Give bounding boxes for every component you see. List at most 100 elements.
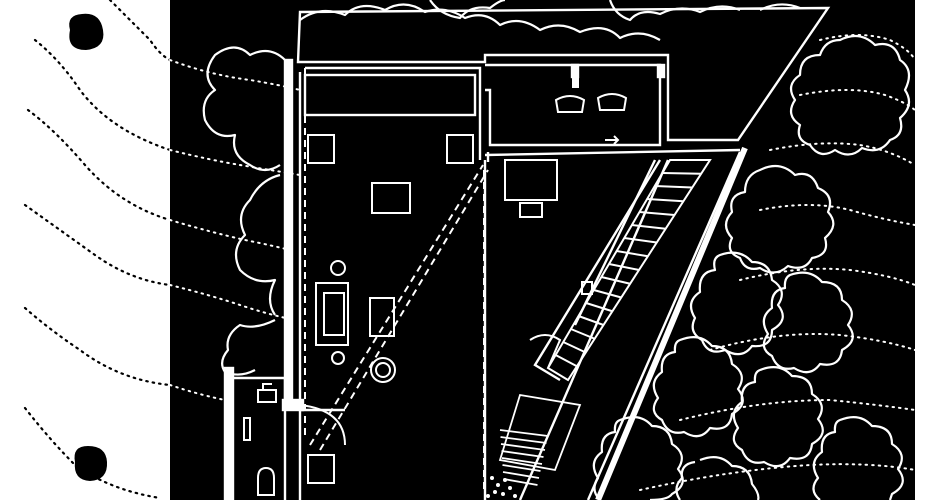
- low-step: [500, 443, 546, 451]
- dotted-contour-line: [26, 108, 172, 222]
- diagonal-wall: [533, 159, 662, 382]
- column-icon: [307, 454, 335, 484]
- bathroom-wall: [233, 376, 287, 500]
- dotted-contour-line: [819, 34, 916, 61]
- dotted-contour-line: [709, 333, 916, 351]
- gravel: [486, 476, 517, 498]
- column-icon: [446, 134, 474, 164]
- stair-tread: [654, 185, 693, 189]
- dotted-contour-line: [799, 89, 916, 111]
- thick-wall: [283, 58, 294, 407]
- chair-icon: [596, 93, 628, 111]
- stair-tread: [555, 354, 578, 368]
- table-icon: [371, 182, 411, 214]
- stair-tread: [647, 198, 684, 203]
- diagonal-wall: [586, 151, 742, 500]
- stool-icon: [331, 351, 345, 365]
- stair-tread: [593, 289, 622, 299]
- arrow-icon: [605, 135, 620, 145]
- vegetation: [202, 0, 911, 500]
- counter-fixture: [581, 281, 593, 295]
- dotted-contour-line: [679, 398, 916, 421]
- dotted-contour-line: [33, 38, 172, 152]
- sink-icon: [257, 389, 277, 403]
- stair-tread: [624, 237, 657, 244]
- stair-tread: [608, 263, 640, 271]
- dotted-contour-line: [759, 204, 916, 226]
- gravel-dot: [496, 483, 500, 487]
- dotted-contour-line: [169, 384, 226, 401]
- gravel-dot: [501, 492, 505, 496]
- stair-tread: [639, 211, 675, 216]
- gravel-dot: [513, 494, 517, 498]
- chair-icon: [519, 202, 543, 218]
- sofa-cushion: [323, 292, 345, 336]
- furniture: [243, 74, 628, 496]
- dotted-contour-line: [23, 306, 172, 387]
- dashed-glass-line: [319, 169, 489, 451]
- tree-outline-icon: [234, 173, 281, 316]
- low-step-group: [499, 429, 549, 486]
- tree-outline-icon: [689, 251, 784, 356]
- dotted-contour-line: [769, 142, 916, 166]
- round-chair-icon-inner: [375, 362, 391, 378]
- dotted-contour-line: [169, 219, 291, 251]
- stair-tread: [562, 341, 587, 354]
- stair-outline: [546, 159, 712, 382]
- faucet-icon: [262, 383, 272, 390]
- gravel-dot: [490, 476, 494, 480]
- gravel-dot: [508, 486, 512, 490]
- plan-ground: [170, 0, 915, 500]
- stair-treads: [546, 159, 712, 382]
- glass-lines: [304, 68, 489, 490]
- dashed-glass-line: [309, 164, 484, 446]
- toilet-icon: [257, 466, 275, 496]
- stair-tread: [631, 224, 666, 230]
- stair-tread: [616, 250, 649, 258]
- stair-tread: [662, 172, 702, 175]
- stair-tread: [585, 302, 613, 313]
- low-step: [503, 478, 538, 486]
- low-step: [502, 464, 541, 472]
- kitchen-wall: [485, 63, 662, 147]
- stair-tread: [570, 328, 596, 340]
- low-step: [500, 436, 547, 444]
- contour-lines-left: [23, 0, 172, 500]
- stool-icon: [330, 260, 346, 276]
- tree-outline-icon: [789, 34, 911, 156]
- diagonal-wall: [595, 146, 748, 500]
- dark-shrub-icon: [74, 446, 108, 481]
- tree-outline-icon: [675, 455, 760, 500]
- low-step: [501, 450, 544, 458]
- tree-outline-icon: [724, 164, 835, 274]
- door-swing: [299, 404, 346, 446]
- terrace-outline: [296, 6, 831, 142]
- tree-outline-icon: [732, 365, 824, 468]
- exterior-steps: [498, 393, 582, 486]
- low-step: [499, 429, 549, 437]
- room-wall: [484, 148, 741, 157]
- room-wall: [305, 66, 482, 160]
- sofa-icon: [315, 282, 349, 346]
- wall-post: [572, 74, 579, 88]
- table-icon: [504, 159, 558, 201]
- dotted-contour-line: [169, 284, 296, 321]
- dotted-contour-line: [108, 0, 172, 62]
- chair-icon: [554, 95, 586, 113]
- tree-outline-icon: [812, 415, 904, 500]
- door-swing: [529, 334, 562, 369]
- tree-outline-icon: [652, 335, 744, 438]
- wall-post: [656, 63, 666, 79]
- thick-wall: [223, 366, 235, 500]
- low-step: [502, 471, 540, 479]
- gravel-dot: [486, 494, 490, 498]
- dotted-contour-line: [23, 203, 172, 287]
- stair-tread-group: [555, 172, 702, 368]
- tree-outline-icon: [202, 46, 286, 172]
- dotted-contour-line: [169, 149, 301, 176]
- column-icon: [307, 134, 335, 164]
- gravel-dot: [503, 478, 507, 482]
- armchair-icon: [369, 297, 395, 337]
